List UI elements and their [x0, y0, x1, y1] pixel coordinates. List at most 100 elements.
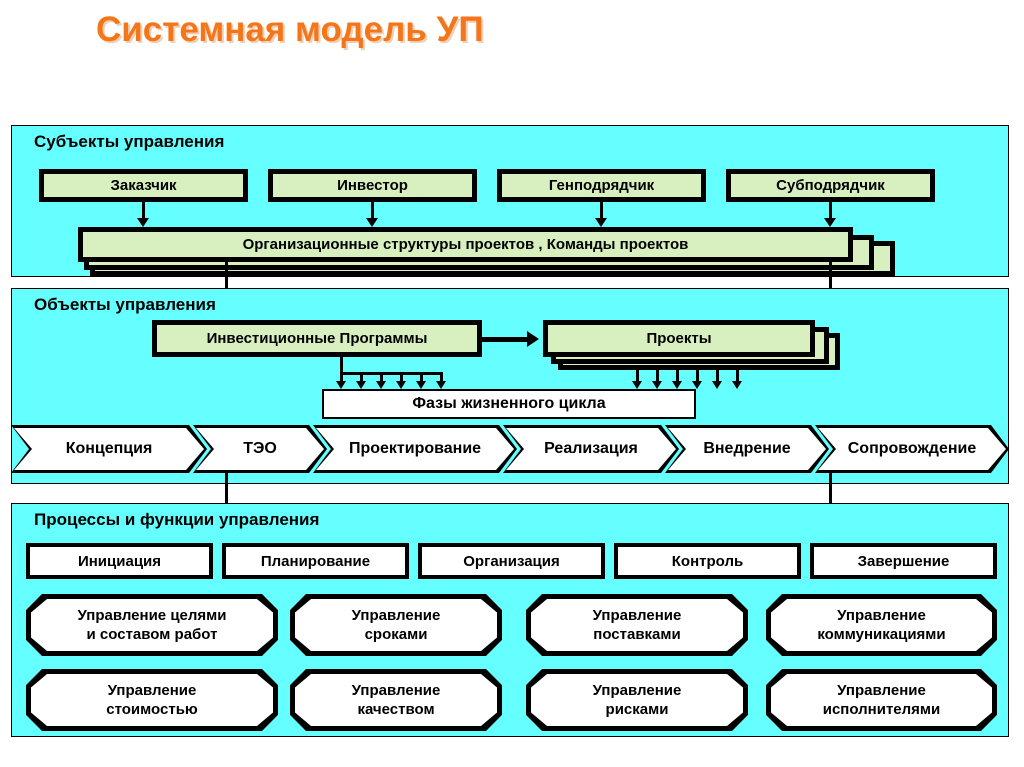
process-stage-label: Планирование — [260, 552, 371, 570]
connector-line — [600, 202, 603, 221]
connector-arrowhead — [356, 381, 366, 389]
connector-line — [340, 372, 343, 384]
phase-chevron-band: Концепция ТЭО Проектирование Реализация … — [11, 425, 1009, 473]
org-structures-box[interactable]: Организационные структуры проектов , Ком… — [78, 227, 853, 262]
connector-arrowhead — [595, 218, 607, 227]
function-label-line2: стоимостью — [106, 701, 198, 718]
function-box-goals-scope[interactable]: Управление целями и составом работ — [31, 599, 273, 651]
connector-line — [225, 473, 228, 507]
process-stage-label: Организация — [463, 552, 560, 570]
function-label-line1: Управление — [351, 681, 441, 699]
function-label-line1: Управление — [592, 681, 682, 699]
function-label-line2: качеством — [357, 701, 435, 718]
process-stage-label: Завершение — [857, 552, 950, 570]
connector-arrowhead — [366, 218, 378, 227]
actor-box-investor[interactable]: Инвестор — [268, 169, 477, 202]
projects-label: Проекты — [646, 330, 712, 347]
phase-label: Концепция — [65, 440, 153, 457]
connector-arrowhead — [416, 381, 426, 389]
connector-line — [656, 370, 659, 384]
phase-label: Реализация — [544, 440, 638, 457]
panel-subjects-title: Субъекты управления — [34, 132, 225, 151]
connector-line — [440, 372, 443, 384]
connector-arrowhead — [336, 381, 346, 389]
process-stage-zavershenie[interactable]: Завершение — [810, 543, 997, 579]
connector-arrowhead — [672, 381, 682, 389]
connector-arrowhead — [824, 218, 836, 227]
connector-line — [829, 473, 832, 507]
function-box-performers[interactable]: Управление исполнителями — [771, 674, 992, 726]
function-box-quality[interactable]: Управление качеством — [295, 674, 497, 726]
connector-line — [829, 262, 832, 306]
connector-line — [676, 370, 679, 384]
function-label-line1: Управление — [837, 606, 926, 624]
connector-arrowhead — [396, 381, 406, 389]
projects-box[interactable]: Проекты — [543, 320, 815, 357]
page-title: Системная модель УП — [96, 10, 484, 49]
lifecycle-phases-label: Фазы жизненного цикла — [412, 395, 606, 412]
function-label-line1: Управление — [351, 606, 441, 624]
process-stage-label: Инициация — [77, 552, 162, 570]
actor-box-subpodryadchik[interactable]: Субподрядчик — [726, 169, 935, 202]
actor-label: Заказчик — [110, 177, 177, 194]
function-label-line1: Управление — [837, 681, 926, 699]
connector-line — [360, 372, 363, 384]
connector-line — [482, 337, 529, 342]
phase-label: Внедрение — [703, 440, 791, 457]
connector-line — [380, 372, 383, 384]
function-box-communications[interactable]: Управление коммуникациями — [771, 599, 992, 651]
phase-label: Проектирование — [348, 440, 482, 457]
connector-arrowhead — [527, 331, 539, 347]
function-box-risks[interactable]: Управление рисками — [531, 674, 743, 726]
phase-label: Сопровождение — [847, 440, 977, 457]
lifecycle-phases-box[interactable]: Фазы жизненного цикла — [322, 389, 696, 419]
actor-label: Субподрядчик — [776, 177, 885, 194]
phase-label: ТЭО — [243, 440, 277, 457]
connector-line — [736, 370, 739, 384]
process-stage-planirovanie[interactable]: Планирование — [222, 543, 409, 579]
connector-arrowhead — [732, 381, 742, 389]
phase-chevron-proektirovanie[interactable]: Проектирование — [316, 428, 514, 470]
actor-box-genpodryadchik[interactable]: Генподрядчик — [497, 169, 706, 202]
function-label-line1: Управление — [107, 681, 197, 699]
process-stage-iniciaciya[interactable]: Инициация — [26, 543, 213, 579]
phase-chevron-teo[interactable]: ТЭО — [196, 428, 324, 470]
actor-label: Инвестор — [337, 177, 408, 194]
connector-line — [225, 262, 228, 306]
panel-objects-title: Объекты управления — [34, 295, 216, 314]
connector-arrowhead — [137, 218, 149, 227]
investment-programs-box[interactable]: Инвестиционные Программы — [152, 320, 482, 357]
phase-chevron-koncepciya[interactable]: Концепция — [14, 428, 204, 470]
connector-line — [716, 370, 719, 384]
function-label-line2: сроками — [364, 626, 428, 643]
function-box-cost[interactable]: Управление стоимостью — [31, 674, 273, 726]
process-stage-organizaciya[interactable]: Организация — [418, 543, 605, 579]
connector-arrowhead — [376, 381, 386, 389]
connector-line — [636, 370, 639, 384]
function-label-line2: коммуникациями — [817, 626, 946, 643]
phase-chevron-soprovozhdenie[interactable]: Сопровождение — [818, 428, 1006, 470]
org-structures-label: Организационные структуры проектов , Ком… — [242, 236, 689, 253]
function-box-schedule[interactable]: Управление сроками — [295, 599, 497, 651]
function-label-line2: рисками — [605, 701, 669, 718]
actor-label: Генподрядчик — [548, 177, 655, 194]
connector-arrowhead — [652, 381, 662, 389]
function-label-line2: исполнителями — [822, 701, 941, 718]
connector-arrowhead — [692, 381, 702, 389]
connector-line — [829, 202, 832, 221]
investment-programs-label: Инвестиционные Программы — [206, 330, 428, 347]
connector-line — [142, 202, 145, 221]
actor-box-zakazchik[interactable]: Заказчик — [39, 169, 248, 202]
function-box-procurement[interactable]: Управление поставками — [531, 599, 743, 651]
function-label-line1: Управление — [592, 606, 682, 624]
process-stage-label: Контроль — [671, 552, 744, 570]
process-stage-kontrol[interactable]: Контроль — [614, 543, 801, 579]
function-label-line2: и составом работ — [86, 626, 218, 643]
connector-arrowhead — [632, 381, 642, 389]
connector-arrowhead — [436, 381, 446, 389]
connector-line — [340, 372, 440, 375]
phase-chevron-vnedrenie[interactable]: Внедрение — [668, 428, 826, 470]
phase-chevron-realizaciya[interactable]: Реализация — [506, 428, 676, 470]
connector-line — [371, 202, 374, 221]
